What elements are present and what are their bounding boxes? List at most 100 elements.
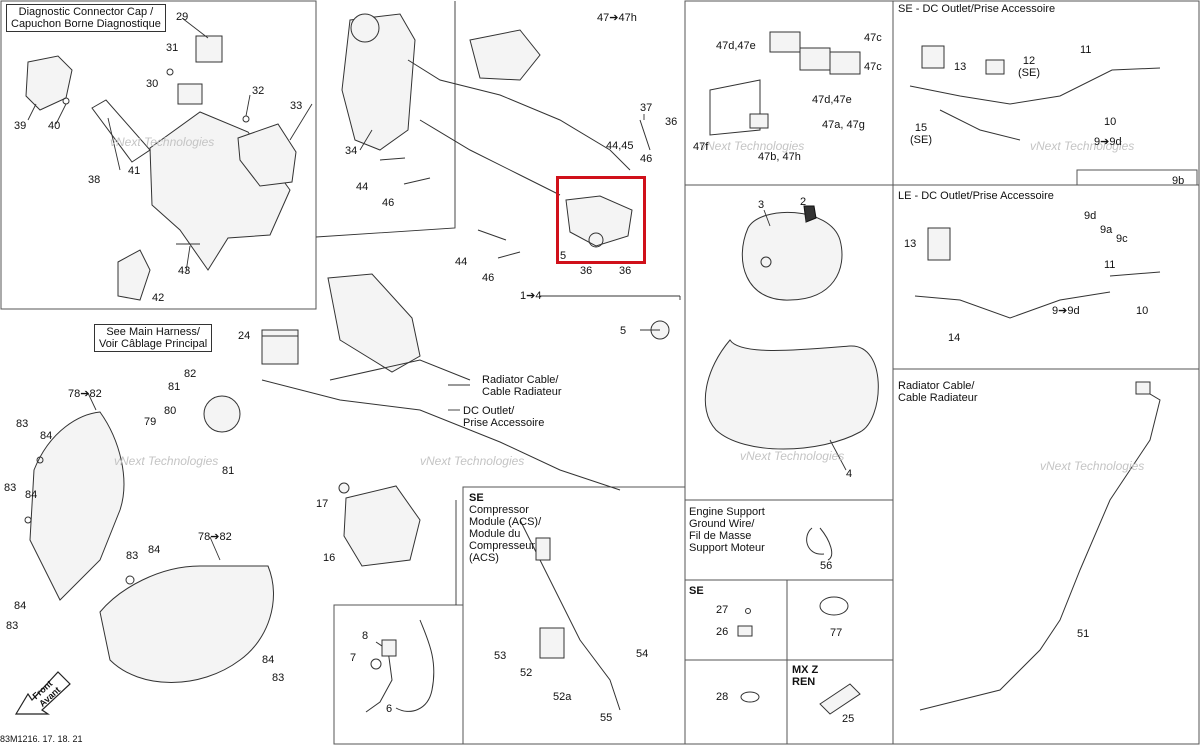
callout-10b: 10 — [1136, 305, 1149, 317]
radiator-panel-title: Radiator Cable/ Cable Radiateur — [898, 380, 978, 404]
radiator-connector-part — [1135, 381, 1151, 395]
main-harness-part — [261, 379, 621, 491]
nut-17-part — [338, 482, 350, 494]
callout-44a: 44 — [356, 181, 369, 193]
callout-47h: 47➔47h — [597, 12, 637, 24]
washer-31-part — [166, 68, 174, 76]
callout-26: 26 — [716, 626, 729, 638]
callout-37: 37 — [640, 102, 653, 114]
sleeve-25-part — [819, 683, 861, 715]
callout-27: 27 — [716, 604, 729, 616]
callout-31: 31 — [166, 42, 179, 54]
callout-47bh: 47b, 47h — [758, 151, 801, 163]
bolt-44-part — [379, 157, 406, 161]
display-1-part — [327, 273, 421, 373]
leader-lines — [27, 17, 847, 605]
main-harness-note-fr: Voir Câblage Principal — [99, 338, 208, 350]
callout-84d-a: 84 — [14, 600, 27, 612]
footer-code: 83M1216. 17. 18. 21 — [0, 734, 83, 744]
bracket-36-part — [565, 195, 633, 247]
connector-52a-part — [535, 537, 551, 561]
callout-41: 41 — [128, 165, 141, 177]
radiator-panel-title-en: Radiator Cable/ — [898, 380, 975, 392]
compressor-52-part — [539, 627, 565, 659]
callout-82: 82 — [184, 368, 197, 380]
module-24-part — [261, 329, 299, 365]
bracket-33-part — [237, 123, 297, 187]
callout-83c: 83 — [126, 550, 139, 562]
nut-27-part — [745, 608, 751, 614]
callout-81a: 81 — [168, 381, 181, 393]
compressor-line-1: Compressor — [469, 504, 529, 516]
main-section-border — [315, 1, 456, 238]
radiator-cable-51-part — [919, 387, 1161, 711]
callout-17: 17 — [316, 498, 329, 510]
callout-83e: 83 — [272, 672, 285, 684]
callout-47de-2: 47d,47e — [812, 94, 852, 106]
harness-upper-part — [407, 59, 631, 171]
callout-81b: 81 — [222, 465, 235, 477]
watermark-1: vNext Technologies — [110, 135, 214, 149]
compressor-line-2: Module (ACS)/ — [469, 516, 542, 528]
clip-26-part — [737, 625, 753, 637]
switch-12-part — [985, 59, 1005, 75]
relay-47de-part — [769, 31, 801, 53]
callout-11a: 11 — [1080, 44, 1092, 56]
callout-78b: 78➔82 — [198, 531, 232, 543]
engine-ground-line-1: Engine Support — [689, 506, 765, 518]
ground-wire-56-part — [806, 527, 833, 561]
harness-se-branch-part — [939, 109, 1021, 141]
watermark-3: vNext Technologies — [1030, 139, 1134, 153]
callout-13b: 13 — [904, 238, 917, 250]
tether-coil-part — [395, 619, 435, 712]
callout-46b: 46 — [482, 272, 495, 284]
le-dc-outlet-title: LE - DC Outlet/Prise Accessoire — [898, 190, 1054, 202]
gauge-bezel-3-part — [741, 211, 843, 301]
compressor-title: SE Compressor Module (ACS)/ Module du Co… — [469, 492, 541, 564]
callout-7: 7 — [350, 652, 357, 664]
watermark-7: vNext Technologies — [420, 454, 524, 468]
callout-1-4: 1➔4 — [520, 290, 542, 302]
watermark-5: vNext Technologies — [1040, 459, 1144, 473]
panel-28 — [684, 659, 788, 745]
headlight-78-upper-part — [29, 411, 125, 601]
callout-47c-1: 47c — [864, 32, 882, 44]
relay-47-part — [469, 29, 541, 81]
mxz-line-2: REN — [792, 676, 816, 688]
callout-40: 40 — [48, 120, 61, 132]
callout-83d: 83 — [6, 620, 19, 632]
panel-engine-ground — [684, 499, 894, 581]
front-arrow-icon — [14, 671, 71, 715]
screw-84b-part — [24, 516, 32, 524]
radiator-callout: Radiator Cable/ Cable Radiateur — [482, 374, 562, 398]
callout-79: 79 — [144, 416, 157, 428]
connector-42-part — [117, 249, 151, 301]
callout-9a: 9➔9d — [1094, 136, 1122, 148]
callout-83a: 83 — [16, 418, 29, 430]
regulator-16-part — [343, 485, 421, 567]
harness-se-part — [909, 67, 1161, 105]
clamp-77-part — [819, 596, 849, 616]
se-dc-outlet-title: SE - DC Outlet/Prise Accessoire — [898, 3, 1056, 15]
callout-15: 15 (SE) — [910, 122, 932, 146]
callout-52a: 52a — [553, 691, 572, 703]
callout-16: 16 — [323, 552, 336, 564]
callout-9a-detail: 9a — [1100, 224, 1113, 236]
callout-39: 39 — [14, 120, 27, 132]
radiator-callout-fr: Cable Radiateur — [482, 386, 562, 398]
grommet-83-part — [125, 575, 135, 585]
gauge-screw-part — [760, 256, 772, 268]
panel-tether — [333, 604, 464, 745]
panel-se-dc-outlet — [892, 0, 1200, 186]
callout-55: 55 — [600, 712, 613, 724]
callout-12-num: 12 — [1022, 55, 1036, 67]
callout-2: 2 — [800, 196, 807, 208]
callout-15-se: (SE) — [910, 134, 932, 146]
callout-84d-b: 84 — [262, 654, 275, 666]
bolt-37-part — [639, 119, 651, 151]
panel-77 — [786, 579, 894, 661]
watermark-6: vNext Technologies — [114, 454, 218, 468]
panel-le-dc-outlet — [892, 184, 1200, 370]
callout-47ag: 47a, 47g — [822, 119, 865, 131]
callout-77: 77 — [830, 627, 843, 639]
